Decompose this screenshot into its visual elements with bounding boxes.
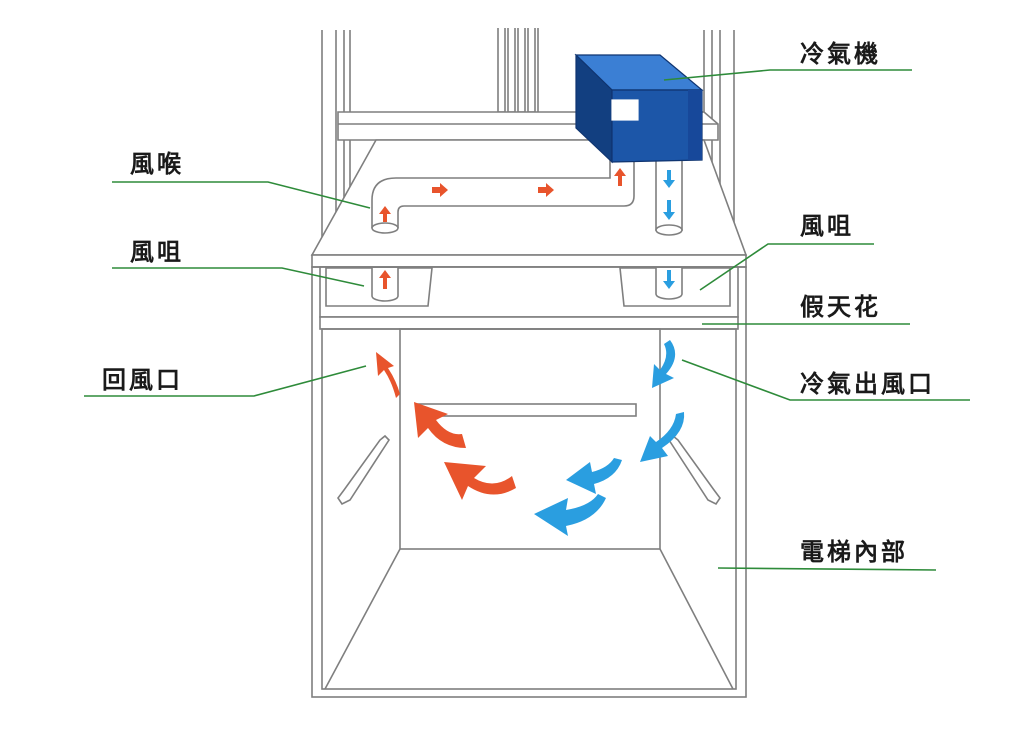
label-return-vent: 回風口 bbox=[102, 366, 183, 394]
warm-return-arrows bbox=[376, 352, 516, 500]
cool-supply-arrows bbox=[534, 340, 685, 536]
label-aircon: 冷氣機 bbox=[800, 40, 881, 68]
cabin-shell bbox=[311, 266, 747, 698]
aircon-unit bbox=[574, 53, 704, 164]
label-cabin: 電梯內部 bbox=[800, 538, 908, 566]
label-cold-outlet: 冷氣出風口 bbox=[800, 370, 935, 398]
label-duct: 風喉 bbox=[130, 150, 184, 178]
leader-lines bbox=[84, 69, 970, 571]
aircon-display-icon bbox=[611, 99, 639, 121]
duct bbox=[371, 159, 683, 236]
label-damper-right: 風咀 bbox=[800, 212, 854, 240]
cool-air-arrow-icon bbox=[663, 170, 675, 289]
false-ceiling-strip bbox=[319, 316, 739, 330]
warm-air-arrow-icon bbox=[379, 168, 626, 289]
label-damper-left: 風咀 bbox=[130, 238, 184, 266]
label-false-ceiling: 假天花 bbox=[800, 293, 881, 321]
